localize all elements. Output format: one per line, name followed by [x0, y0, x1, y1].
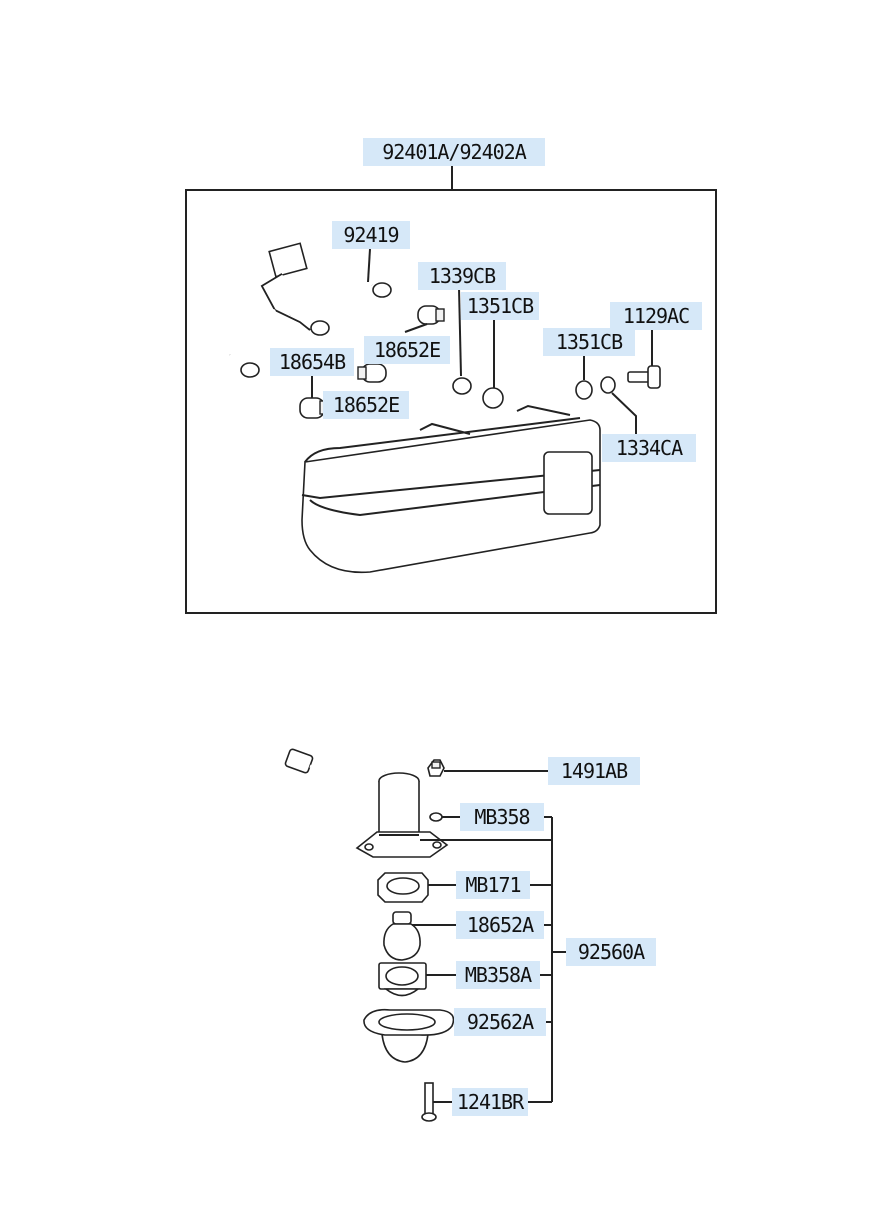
label-18652E-lower[interactable]: 18652E — [323, 391, 409, 419]
assembly-bracket — [420, 816, 566, 1103]
screw-drawing — [627, 365, 661, 389]
plate-lamp-socket-drawing — [284, 748, 449, 858]
label-1241BR[interactable]: 1241BR — [452, 1088, 528, 1116]
label-1491AB[interactable]: 1491AB — [548, 757, 640, 785]
bulb-bottom-drawing — [383, 911, 421, 961]
washer1-drawing — [482, 387, 504, 409]
wiring-harness-drawing — [228, 242, 392, 378]
leader-1339CB — [458, 287, 462, 377]
gasket-drawing — [377, 872, 429, 903]
bulb-upper-drawing — [404, 305, 445, 333]
label-MB358A[interactable]: MB358A — [456, 961, 540, 989]
leader-92419 — [367, 248, 371, 283]
bulb-side-drawing — [357, 363, 387, 383]
label-1351CB-b[interactable]: 1351CB — [543, 328, 635, 356]
label-MB358[interactable]: MB358 — [460, 803, 544, 831]
label-92401A-92402A[interactable]: 92401A/92402A — [363, 138, 545, 166]
washer2-drawing — [575, 380, 593, 400]
label-92562A[interactable]: 92562A — [454, 1008, 546, 1036]
label-18652A[interactable]: 18652A — [456, 911, 544, 939]
label-1129AC[interactable]: 1129AC — [610, 302, 702, 330]
label-MB171[interactable]: MB171 — [456, 871, 530, 899]
screw-bottom-drawing — [421, 1082, 437, 1122]
label-1334CA[interactable]: 1334CA — [602, 434, 696, 462]
label-92419[interactable]: 92419 — [332, 221, 410, 249]
label-1351CB-a[interactable]: 1351CB — [461, 292, 539, 320]
socket-gasket-drawing — [378, 962, 427, 997]
cap-drawing — [452, 377, 472, 395]
screw-top-drawing — [427, 759, 445, 777]
label-18652E-upper[interactable]: 18652E — [364, 336, 450, 364]
label-18654B[interactable]: 18654B — [270, 348, 354, 376]
label-92560A[interactable]: 92560A — [566, 938, 656, 966]
lens-drawing — [363, 1008, 455, 1063]
label-1339CB[interactable]: 1339CB — [418, 262, 506, 290]
lamp-housing-drawing — [301, 404, 601, 574]
leader-1334CA — [611, 392, 637, 434]
nut-drawing — [600, 376, 616, 394]
clip-drawing — [429, 812, 443, 822]
